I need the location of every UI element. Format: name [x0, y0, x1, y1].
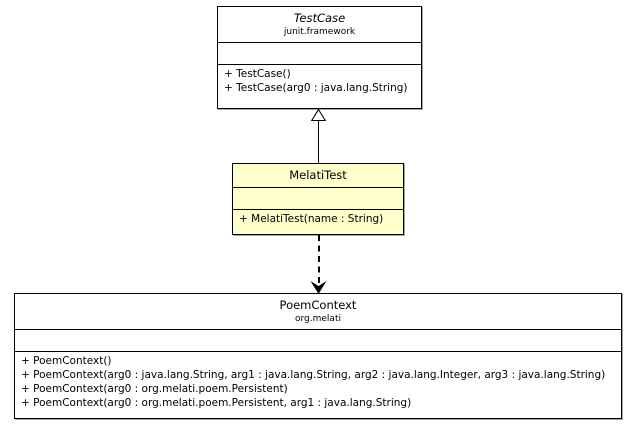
- operation-row: + PoemContext(arg0 : org.melati.poem.Per…: [21, 383, 288, 395]
- class-operations-poemcontext: + PoemContext() + PoemContext(arg0 : jav…: [15, 352, 621, 413]
- uml-class-melatitest[interactable]: MelatiTest + MelatiTest(name : String): [232, 163, 404, 235]
- class-header-poemcontext: PoemContext org.melati: [15, 294, 621, 330]
- class-name-melatitest: MelatiTest: [289, 168, 347, 182]
- generalization-line: [318, 120, 319, 163]
- class-package-testcase: junit.framework: [283, 27, 356, 37]
- class-header-melatitest: MelatiTest: [233, 164, 403, 188]
- class-header-testcase: TestCase junit.framework: [218, 7, 421, 43]
- uml-class-poemcontext[interactable]: PoemContext org.melati + PoemContext() +…: [14, 293, 622, 419]
- operation-row: + MelatiTest(name : String): [239, 213, 384, 225]
- operation-row: + PoemContext(arg0 : java.lang.String, a…: [21, 369, 606, 381]
- class-operations-testcase: + TestCase() + TestCase(arg0 : java.lang…: [218, 65, 421, 98]
- class-operations-melatitest: + MelatiTest(name : String): [233, 210, 403, 229]
- operation-row: + TestCase(): [224, 68, 291, 80]
- class-attributes-testcase: [218, 43, 421, 65]
- dependency-line: [318, 235, 320, 283]
- uml-class-testcase[interactable]: TestCase junit.framework + TestCase() + …: [217, 6, 422, 109]
- class-name-testcase: TestCase: [293, 11, 346, 25]
- generalization-hollow-triangle-icon: [311, 109, 326, 121]
- operation-row: + PoemContext(): [21, 355, 112, 367]
- class-attributes-melatitest: [233, 188, 403, 210]
- class-name-poemcontext: PoemContext: [279, 298, 357, 312]
- operation-row: + PoemContext(arg0 : org.melati.poem.Per…: [21, 397, 412, 409]
- operation-row: + TestCase(arg0 : java.lang.String): [224, 82, 408, 94]
- dependency-open-arrow-icon: [310, 281, 327, 294]
- class-attributes-poemcontext: [15, 330, 621, 352]
- class-package-poemcontext: org.melati: [295, 314, 341, 324]
